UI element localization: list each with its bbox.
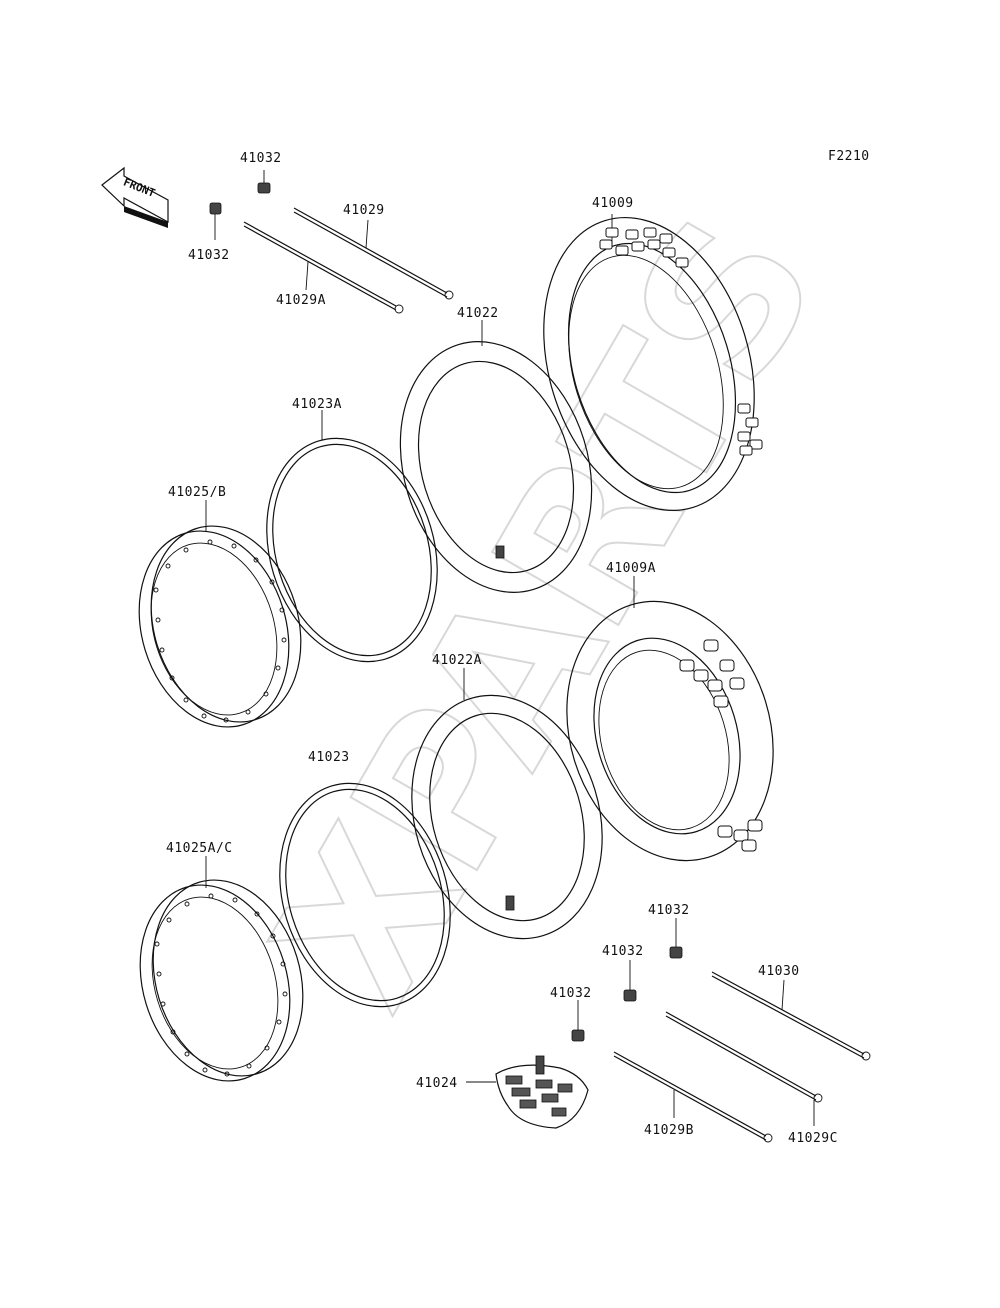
- nipple-41032-left: [209, 202, 222, 240]
- label-41032-r3: 41032: [550, 986, 592, 1001]
- spoke-41029: [293, 207, 454, 300]
- label-41022: 41022: [457, 306, 499, 321]
- figure-code: F2210: [828, 149, 870, 164]
- label-41029B: 41029B: [644, 1123, 694, 1138]
- nipple-41032-r2: [623, 960, 637, 1002]
- label-41022A: 41022A: [432, 653, 482, 668]
- watermark: XPARTS: [229, 179, 864, 1045]
- front-arrow-icon: FRONT: [101, 166, 169, 228]
- label-41024: 41024: [416, 1076, 458, 1091]
- label-41032-top: 41032: [240, 151, 282, 166]
- rim-lock-41024: [466, 1055, 589, 1129]
- rim-band-41023: [279, 782, 451, 1008]
- rim-band-41023A: [266, 410, 438, 663]
- label-41032-left: 41032: [188, 248, 230, 263]
- tube-41022: [399, 320, 593, 593]
- label-41032-r2: 41032: [602, 944, 644, 959]
- tube-41022A: [411, 668, 603, 940]
- label-41030: 41030: [758, 964, 800, 979]
- label-41023: 41023: [308, 750, 350, 765]
- label-41023A: 41023A: [292, 397, 342, 412]
- label-41025B: 41025/B: [168, 485, 226, 500]
- label-41029A: 41029A: [276, 293, 326, 308]
- label-41029: 41029: [343, 203, 385, 218]
- nipple-41032-top: [257, 170, 271, 194]
- nipple-41032-r3: [571, 1000, 585, 1042]
- label-41029C: 41029C: [788, 1131, 838, 1146]
- rim-41025AC: [139, 856, 304, 1082]
- label-41025AC: 41025A/C: [166, 841, 233, 856]
- tire-41009A: [566, 576, 774, 862]
- label-41009A: 41009A: [606, 561, 656, 576]
- spoke-41029C: [665, 1011, 823, 1126]
- label-41032-r1: 41032: [648, 903, 690, 918]
- tire-41009: [543, 214, 763, 511]
- label-41009: 41009: [592, 196, 634, 211]
- spoke-41029A: [243, 221, 404, 314]
- spoke-41030: [711, 971, 871, 1061]
- spoke-41029B: [613, 1051, 773, 1143]
- rim-41025B: [138, 500, 302, 728]
- nipple-41032-r1: [669, 918, 683, 959]
- svg-text:XPARTS: XPARTS: [230, 180, 863, 1044]
